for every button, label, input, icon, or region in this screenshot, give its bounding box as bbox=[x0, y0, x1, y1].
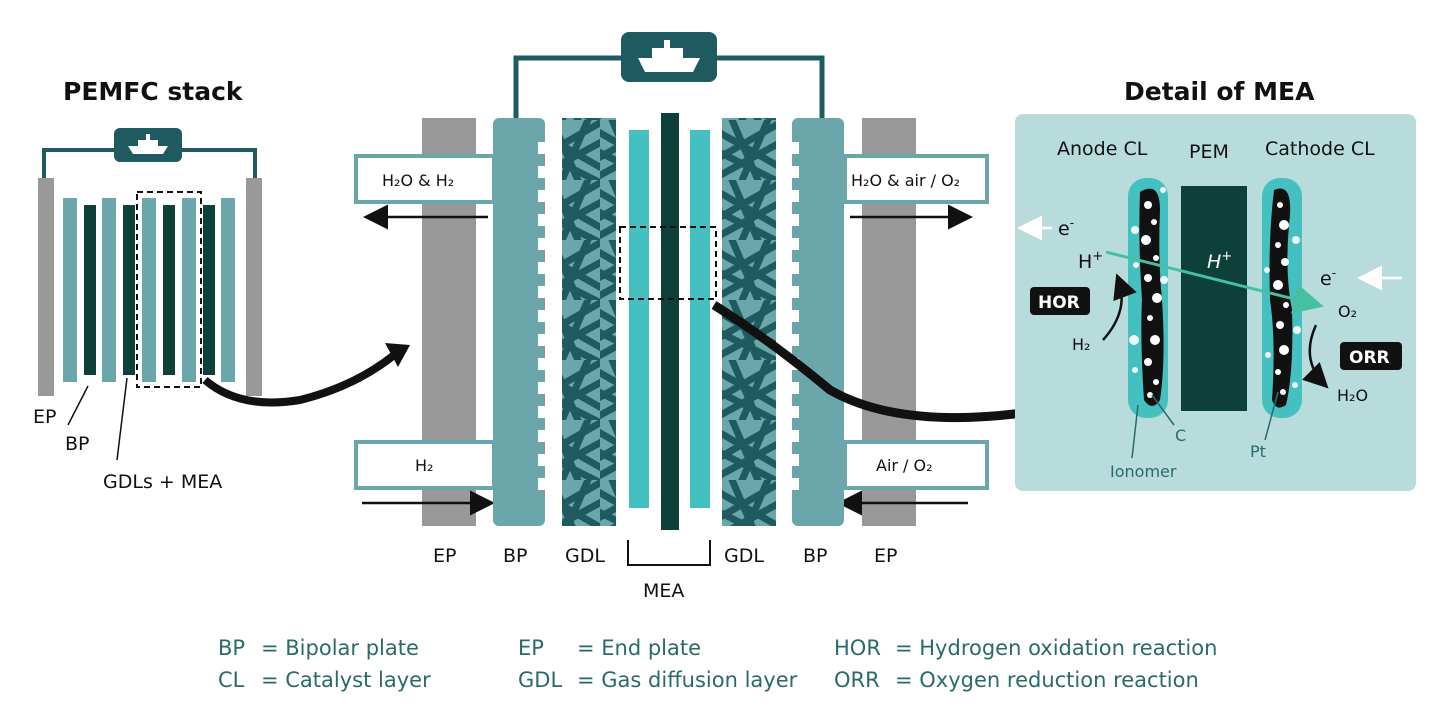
hor-badge-text: HOR bbox=[1038, 293, 1080, 313]
electron-label-right: e- bbox=[1320, 266, 1336, 290]
arrow-stack-to-cell bbox=[202, 343, 410, 407]
legend-def-bp: = Bipolar plate bbox=[261, 636, 419, 660]
stack-label-ep: EP bbox=[33, 406, 56, 428]
detail-label-cathode-cl: Cathode CL bbox=[1265, 138, 1375, 160]
bipolar-plate-right bbox=[792, 118, 844, 526]
detail-label-pem: PEM bbox=[1189, 141, 1229, 163]
flow-label-cathode-in: Air / O₂ bbox=[876, 456, 933, 475]
hor-badge bbox=[1030, 287, 1090, 315]
flow-arrows bbox=[362, 204, 973, 516]
pt-label: Pt bbox=[1250, 442, 1266, 461]
legend-def-gdl: = Gas diffusion layer bbox=[577, 668, 798, 692]
flow-label-anode-out: H₂O & H₂ bbox=[382, 171, 454, 190]
legend-abbr-ep: EP bbox=[518, 636, 544, 660]
carbon-leader bbox=[1151, 394, 1175, 426]
carbon-label: C bbox=[1175, 426, 1186, 445]
legend-abbr-gdl: GDL bbox=[518, 668, 562, 692]
cell-label-ep-right: EP bbox=[874, 545, 897, 567]
legend-abbr-cl: CL bbox=[218, 668, 245, 692]
ship-icon bbox=[128, 134, 168, 154]
o2-label: O₂ bbox=[1338, 302, 1357, 321]
cell-label-gdl-left: GDL bbox=[565, 545, 605, 567]
anode-catalyst-layer bbox=[629, 130, 649, 508]
legend-def-cl: = Catalyst layer bbox=[261, 668, 431, 692]
legend-def-hor: = Hydrogen oxidation reaction bbox=[895, 636, 1217, 660]
cathode-cl-detail bbox=[1262, 178, 1302, 418]
legend: BP = Bipolar plate CL = Catalyst layer E… bbox=[218, 636, 1217, 692]
stack-label-bp: BP bbox=[65, 433, 90, 455]
hor-arrow bbox=[1102, 273, 1137, 341]
electron-label-left: e- bbox=[1058, 216, 1074, 240]
ionomer-label: Ionomer bbox=[1110, 462, 1177, 481]
stack-label-gdls-mea: GDLs + MEA bbox=[103, 471, 222, 493]
pem-detail bbox=[1181, 186, 1247, 411]
legend-abbr-bp: BP bbox=[218, 636, 245, 660]
pt-leader bbox=[1264, 391, 1279, 441]
legend-def-orr: = Oxygen reduction reaction bbox=[895, 668, 1199, 692]
detail-label-anode-cl: Anode CL bbox=[1057, 138, 1148, 160]
legend-abbr-hor: HOR bbox=[834, 636, 881, 660]
orr-badge-text: ORR bbox=[1349, 348, 1390, 368]
legend-def-ep: = End plate bbox=[577, 636, 701, 660]
proton-transport-label: H+ bbox=[1207, 249, 1232, 273]
anode-cl-detail bbox=[1128, 178, 1168, 418]
cell-label-ep-left: EP bbox=[433, 545, 456, 567]
stack-end-plate-left bbox=[38, 178, 54, 396]
detail-title: Detail of MEA bbox=[1124, 77, 1315, 106]
cell-label-gdl-right: GDL bbox=[724, 545, 764, 567]
cell-label-bp-right: BP bbox=[803, 545, 828, 567]
mea-layers bbox=[619, 113, 717, 530]
gdl-right bbox=[722, 118, 776, 526]
cathode-catalyst-layer bbox=[690, 130, 710, 508]
proton-arrow bbox=[1105, 250, 1324, 314]
ship-icon bbox=[638, 40, 700, 72]
cell-label-mea: MEA bbox=[643, 580, 684, 602]
membrane bbox=[661, 113, 679, 530]
bipolar-plate-left bbox=[493, 118, 545, 526]
cell-label-bp-left: BP bbox=[503, 545, 528, 567]
gdl-left bbox=[562, 118, 616, 526]
stack-title: PEMFC stack bbox=[63, 77, 244, 106]
proton-label: H+ bbox=[1078, 249, 1103, 273]
mea-selection-box bbox=[619, 226, 717, 300]
stack-selection-box bbox=[136, 191, 202, 388]
mea-bracket bbox=[627, 540, 711, 566]
h2-label: H₂ bbox=[1072, 335, 1090, 354]
stack-leaders bbox=[67, 377, 128, 461]
flow-channels bbox=[354, 154, 989, 490]
h2o-label: H₂O bbox=[1337, 386, 1368, 405]
orr-arrow bbox=[1302, 324, 1329, 389]
flow-label-cathode-out: H₂O & air / O₂ bbox=[851, 171, 960, 190]
legend-abbr-orr: ORR bbox=[834, 668, 880, 692]
flow-label-anode-in: H₂ bbox=[415, 456, 433, 475]
stack-plates bbox=[38, 178, 262, 396]
ionomer-leader bbox=[1131, 404, 1139, 459]
stack-end-plate-right bbox=[246, 178, 262, 396]
orr-badge bbox=[1340, 342, 1402, 370]
